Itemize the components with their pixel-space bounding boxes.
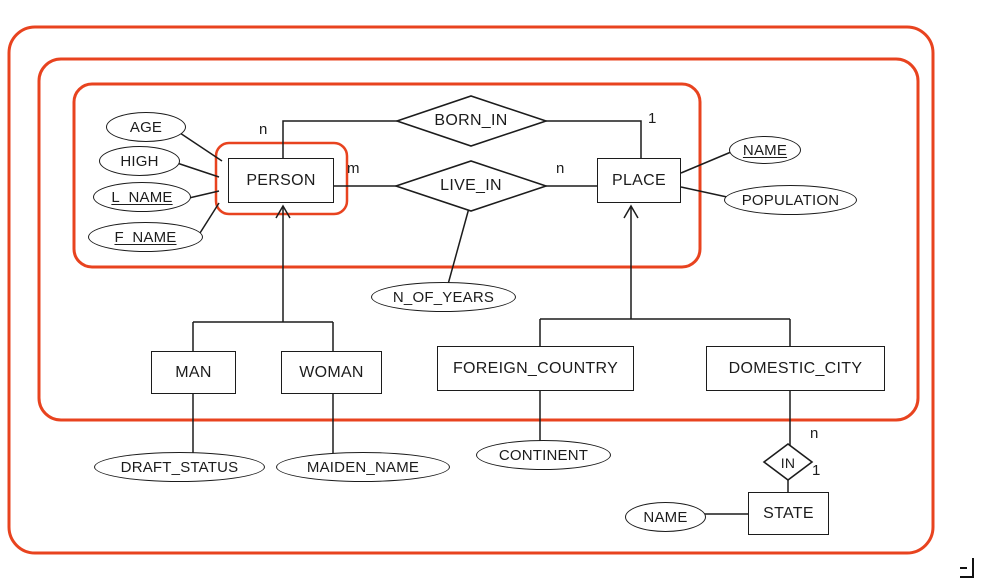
attribute-population-label: POPULATION (741, 191, 840, 209)
attribute-place-name-label: NAME (742, 141, 788, 159)
cardinality-livein-place: n (556, 160, 565, 177)
entity-place-label: PLACE (612, 171, 666, 189)
corner-cursor-mark (960, 558, 974, 578)
born-in-diamond (394, 95, 549, 147)
attribute-age: AGE (106, 112, 186, 142)
entity-state: STATE (748, 492, 829, 535)
attribute-l-name-label: L_NAME (111, 188, 173, 206)
connector-livein-nofyears (446, 207, 470, 289)
in-diamond (762, 443, 814, 481)
connector-fname-person (199, 202, 220, 234)
isa-arrow-person (275, 204, 291, 219)
attribute-maiden-name: MAIDEN_NAME (276, 452, 450, 482)
entity-man: MAN (151, 351, 236, 394)
attribute-f-name-label: F_NAME (114, 228, 177, 246)
person-highlight-box (214, 141, 349, 216)
attribute-maiden-name-label: MAIDEN_NAME (306, 458, 420, 476)
connector-bornin-place (546, 120, 642, 158)
connector-population-place (680, 186, 728, 198)
attribute-n-of-years: N_OF_YEARS (371, 282, 516, 312)
attribute-continent: CONTINENT (476, 440, 611, 470)
entity-person-label: PERSON (246, 171, 316, 189)
entity-domestic-city-label: DOMESTIC_CITY (728, 359, 863, 377)
connector-name-place (680, 151, 732, 174)
attribute-f-name: F_NAME (88, 222, 203, 252)
connector-lname-person (188, 190, 220, 199)
relationship-born-in-label: BORN_IN (434, 112, 508, 129)
entity-domestic-city: DOMESTIC_CITY (706, 346, 885, 391)
entity-foreign-country: FOREIGN_COUNTRY (437, 346, 634, 391)
cardinality-bornin-place: 1 (648, 110, 657, 127)
cardinality-in-state: 1 (812, 462, 821, 479)
attribute-high: HIGH (99, 146, 180, 176)
entity-woman-label: WOMAN (299, 363, 364, 381)
isa-place-hierarchy (539, 206, 791, 347)
entity-state-label: STATE (763, 504, 814, 522)
attribute-l-name: L_NAME (93, 182, 191, 212)
relationship-in-label: IN (780, 455, 796, 471)
entity-man-label: MAN (175, 363, 212, 381)
connector-age-person (179, 132, 223, 162)
live-in-diamond (393, 160, 549, 212)
attribute-age-label: AGE (129, 118, 163, 136)
attribute-state-name: NAME (625, 502, 706, 532)
frame-outer (7, 25, 935, 555)
frame-core (72, 82, 702, 269)
frame-middle (37, 57, 920, 422)
isa-arrow-place (623, 204, 639, 219)
isa-person-hierarchy (192, 206, 334, 352)
entity-person: PERSON (228, 158, 334, 203)
attribute-high-label: HIGH (120, 152, 159, 170)
cardinality-livein-person: m (347, 160, 360, 177)
attribute-n-of-years-label: N_OF_YEARS (392, 288, 495, 306)
attribute-population: POPULATION (724, 185, 857, 215)
cardinality-in-city: n (810, 425, 819, 442)
relationship-live-in-label: LIVE_IN (440, 177, 502, 194)
entity-foreign-country-label: FOREIGN_COUNTRY (452, 359, 619, 377)
attribute-place-name: NAME (729, 136, 801, 164)
attribute-draft-status: DRAFT_STATUS (94, 452, 265, 482)
attribute-state-name-label: NAME (643, 508, 688, 526)
cardinality-bornin-person: n (259, 121, 268, 138)
attribute-draft-status-label: DRAFT_STATUS (120, 458, 239, 476)
connector-high-person (176, 162, 220, 178)
entity-woman: WOMAN (281, 351, 382, 394)
attribute-continent-label: CONTINENT (498, 446, 589, 464)
connector-person-bornin (282, 120, 397, 158)
entity-place: PLACE (597, 158, 681, 203)
